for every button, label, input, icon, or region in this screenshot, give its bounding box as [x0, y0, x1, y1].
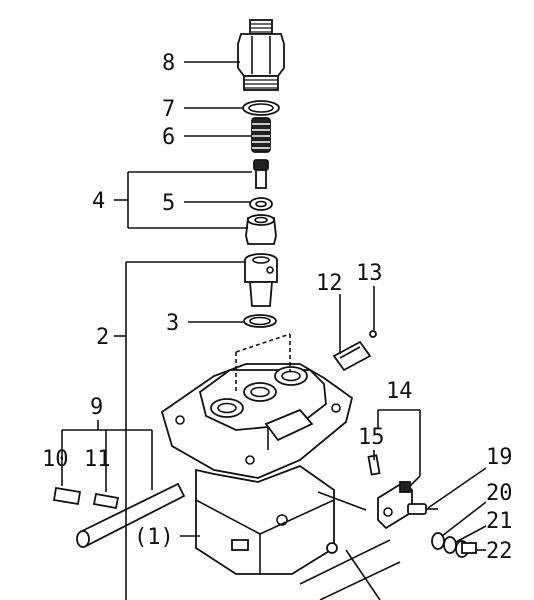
label-5: 5: [162, 191, 175, 216]
part-5-gasket: [249, 197, 273, 211]
label-22: 22: [486, 539, 513, 564]
label-21: 21: [486, 509, 513, 534]
part-22-nut: [455, 540, 477, 558]
part-1-pump-body: [76, 333, 401, 600]
label-13: 13: [356, 261, 383, 286]
label-10: 10: [42, 447, 69, 472]
label-8: 8: [162, 51, 175, 76]
label-11: 11: [84, 447, 111, 472]
label-20: 20: [486, 481, 513, 506]
leader-lines: [61, 61, 487, 600]
part-4-delivery-valve: [245, 159, 277, 245]
part-2-plunger-barrel: [244, 253, 278, 307]
label-2: 2: [96, 325, 109, 350]
label-6: 6: [162, 125, 175, 150]
label-15: 15: [358, 425, 385, 450]
part-21-washer: [443, 536, 457, 554]
part-8-valve-holder: [237, 19, 285, 91]
label-4: 4: [92, 189, 105, 214]
part-13-pin: [369, 330, 377, 338]
label-9: 9: [90, 395, 103, 420]
part-11-pin: [92, 492, 120, 510]
label-14: 14: [386, 379, 413, 404]
label-3: 3: [166, 311, 179, 336]
label-7: 7: [162, 97, 175, 122]
label-1: (1): [134, 525, 174, 550]
part-6-spring: [251, 117, 271, 153]
part-10-pin: [52, 486, 82, 506]
part-19-bolt: [407, 503, 438, 515]
label-12: 12: [316, 271, 343, 296]
part-14-bracket: [377, 480, 413, 530]
part-12-cover-plate: [332, 340, 372, 372]
part-15-pin: [367, 454, 381, 476]
label-19: 19: [486, 445, 513, 470]
part-3-o-ring: [243, 314, 277, 328]
